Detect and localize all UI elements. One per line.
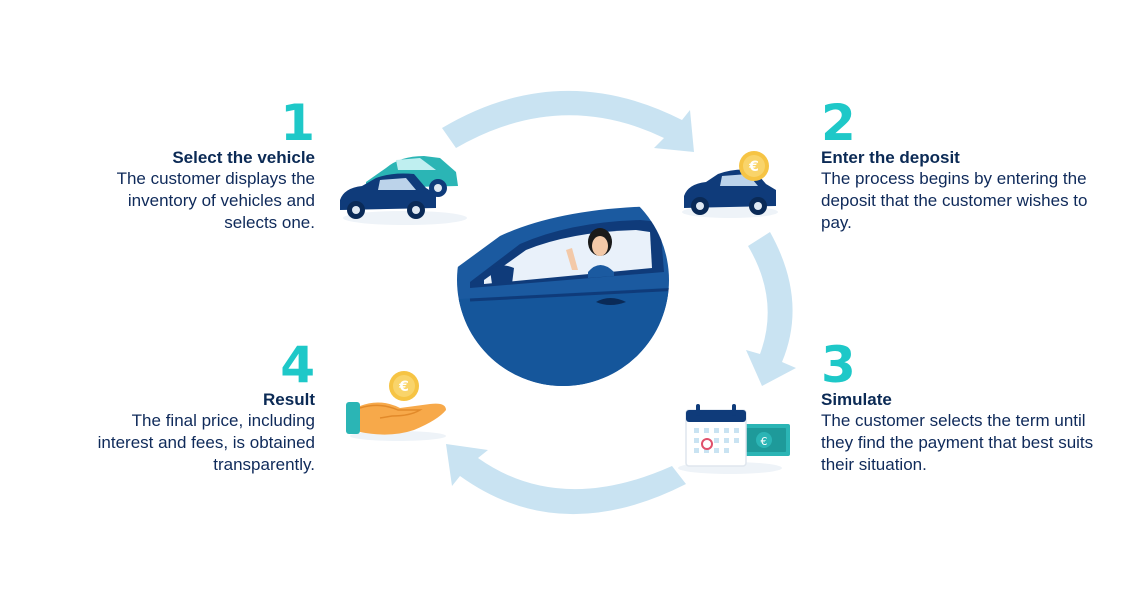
step-description: The customer selects the term until they… [821,411,1094,474]
svg-text:€: € [748,159,759,175]
step-1: 1 Select the vehicle The customer displa… [80,98,315,234]
step-4: 4 Result The final price, including inte… [80,340,315,476]
step-3: 3 Simulate The customer selects the term… [821,340,1101,476]
step-title: Simulate [821,390,892,409]
step-number: 4 [280,336,315,394]
cycle-arrows [442,90,796,515]
arrow-bottom-icon [446,444,686,515]
cars-icon [340,156,467,225]
step-description: The final price, including interest and … [97,411,315,474]
step-title: Select the vehicle [172,148,315,167]
step-description: The process begins by entering the depos… [821,169,1088,232]
svg-text:€: € [398,379,409,395]
calendar-and-banknote-icon: € [678,404,790,474]
woman-in-car-illustration [457,174,669,386]
svg-text:€: € [761,435,768,448]
step-2: 2 Enter the deposit The process begins b… [821,98,1101,234]
step-title: Enter the deposit [821,148,960,167]
step-title: Result [263,390,315,409]
arrow-top-icon [442,90,694,152]
step-number: 2 [821,94,856,152]
car-with-coin-icon: € [682,151,778,218]
step-number: 1 [280,94,315,152]
arrow-right-icon [746,232,796,386]
step-description: The customer displays the inventory of v… [116,169,315,232]
step-number: 3 [821,336,856,394]
hand-with-coin-icon: € [346,371,446,441]
